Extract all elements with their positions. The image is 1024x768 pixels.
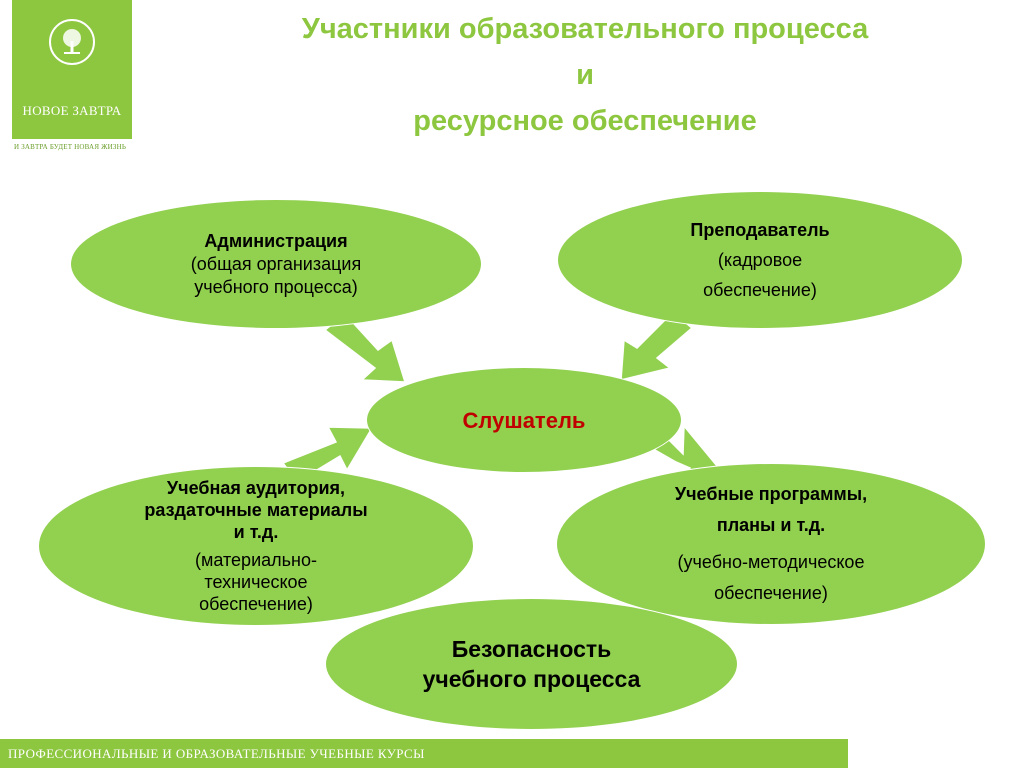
node-administration: Администрация (общая организация учебног… bbox=[70, 199, 482, 329]
arrow-teacher-to-listener bbox=[620, 310, 694, 381]
node-safety-heading-1: Безопасность bbox=[451, 636, 612, 662]
node-teacher-detail-2: обеспечение) bbox=[703, 280, 817, 300]
footer-bar: ПРОФЕССИОНАЛЬНЫЕ И ОБРАЗОВАТЕЛЬНЫЕ УЧЕБН… bbox=[0, 739, 848, 768]
title-line-3: ресурсное обеспечение bbox=[413, 105, 757, 137]
node-classroom-heading-2: раздаточные материалы bbox=[144, 500, 368, 520]
node-classroom-detail-2: техническое bbox=[204, 572, 308, 592]
node-teacher: Преподаватель (кадровое обеспечение) bbox=[557, 191, 963, 329]
node-programs-detail-2: обеспечение) bbox=[714, 583, 828, 603]
logo: НОВОЕ ЗАВТРА bbox=[12, 0, 132, 139]
node-teacher-heading: Преподаватель bbox=[690, 220, 830, 240]
node-programs-detail-1: (учебно-методическое bbox=[677, 552, 865, 572]
node-programs-heading-2: планы и т.д. bbox=[716, 515, 826, 535]
node-safety-heading-2: учебного процесса bbox=[422, 666, 641, 692]
node-classroom-detail-3: обеспечение) bbox=[199, 594, 313, 614]
page-title: Участники образовательного процесса и ре… bbox=[240, 6, 930, 144]
node-programs-heading-1: Учебные программы, bbox=[674, 484, 868, 504]
title-line-1: Участники образовательного процесса bbox=[301, 13, 869, 45]
footer-text: ПРОФЕССИОНАЛЬНЫЕ И ОБРАЗОВАТЕЛЬНЫЕ УЧЕБН… bbox=[8, 746, 425, 761]
tree-icon bbox=[49, 19, 95, 65]
node-administration-detail-1: (общая организация bbox=[190, 253, 362, 274]
logo-name: НОВОЕ ЗАВТРА bbox=[22, 103, 122, 118]
node-listener-heading: Слушатель bbox=[462, 407, 586, 433]
node-classroom: Учебная аудитория, раздаточные материалы… bbox=[38, 466, 474, 626]
logo-tagline: И ЗАВТРА БУДЕТ НОВАЯ ЖИЗНЬ bbox=[14, 143, 127, 151]
node-programs: Учебные программы, планы и т.д. (учебно-… bbox=[556, 463, 986, 625]
node-administration-detail-2: учебного процесса) bbox=[194, 276, 358, 297]
node-administration-heading: Администрация bbox=[204, 230, 348, 251]
node-listener: Слушатель bbox=[366, 367, 682, 473]
node-teacher-detail-1: (кадровое bbox=[717, 250, 803, 270]
node-safety: Безопасность учебного процесса bbox=[325, 598, 738, 730]
node-classroom-heading-3: и т.д. bbox=[233, 522, 279, 542]
node-classroom-detail-1: (материально- bbox=[195, 550, 317, 570]
node-classroom-heading-1: Учебная аудитория, bbox=[166, 478, 346, 498]
title-line-2: и bbox=[576, 59, 594, 91]
